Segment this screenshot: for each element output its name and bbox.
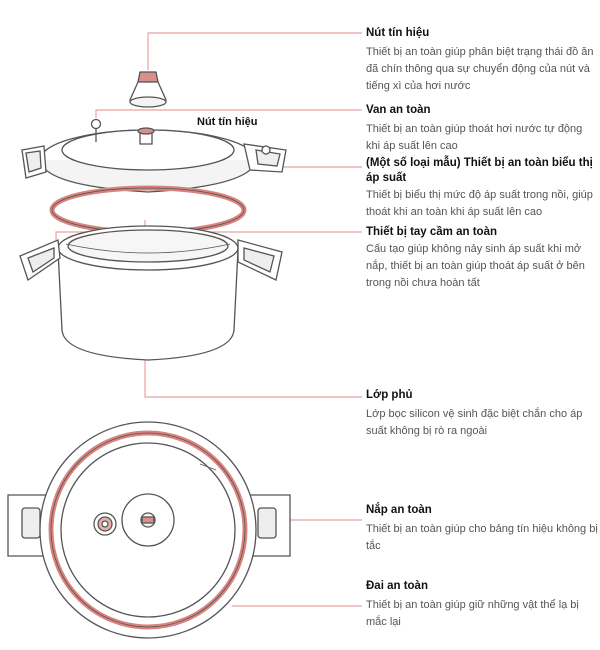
annotation-signal-button: Nút tín hiệu Thiết bị an toàn giúp phân … [366, 26, 598, 95]
signal-button-part [128, 71, 168, 108]
annotation-safety-valve: Van an toàn Thiết bị an toàn giúp thoát … [366, 103, 598, 155]
annotation-safety-handle: Thiết bị tay cầm an toàn Cấu tạo giúp kh… [366, 225, 598, 292]
leader-line-safety-valve [95, 109, 362, 118]
annotation-description: Thiết bị an toàn giúp phân biệt trạng th… [366, 46, 594, 92]
annotation-title: Nắp an toàn [366, 504, 432, 516]
signal-button-inline-label: Nút tín hiệu [197, 116, 258, 128]
leader-line-pressure-indicator [273, 149, 362, 168]
annotation-title: Van an toàn [366, 104, 431, 116]
annotation-safety-lid: Nắp an toàn Thiết bị an toàn giúp cho bả… [366, 503, 598, 555]
lid-part [21, 118, 287, 193]
annotation-title: Đai an toàn [366, 580, 428, 592]
annotation-coating: Lớp phủ Lớp bọc silicon vệ sinh đặc biệt… [366, 388, 598, 440]
annotation-title: Nút tín hiệu [366, 27, 430, 39]
leader-line-signal-button [147, 32, 362, 70]
annotation-description: Lớp bọc silicon vệ sinh đặc biệt chắn ch… [366, 408, 583, 437]
pot-body [19, 225, 283, 361]
annotation-title: (Một số loại mẫu) Thiết bị an toàn biểu … [366, 157, 593, 184]
annotation-title: Lớp phủ [366, 389, 413, 401]
annotation-description: Cấu tạo giúp không nảy sinh áp suất khi … [366, 243, 585, 289]
annotation-pressure-indicator: (Một số loại mẫu) Thiết bị an toàn biểu … [366, 156, 598, 221]
annotation-description: Thiết bị an toàn giúp thoát hơi nước tự … [366, 123, 583, 152]
annotation-description: Thiết bị biểu thị mức độ áp suất trong n… [366, 189, 593, 218]
annotation-description: Thiết bị an toàn giúp giữ những vật thể … [366, 599, 579, 628]
annotation-title: Thiết bị tay cầm an toàn [366, 226, 497, 238]
annotation-description: Thiết bị an toàn giúp cho bảng tín hiệu … [366, 523, 598, 552]
top-view [7, 421, 291, 639]
annotation-safety-ring: Đai an toàn Thiết bị an toàn giúp giữ nh… [366, 579, 598, 631]
